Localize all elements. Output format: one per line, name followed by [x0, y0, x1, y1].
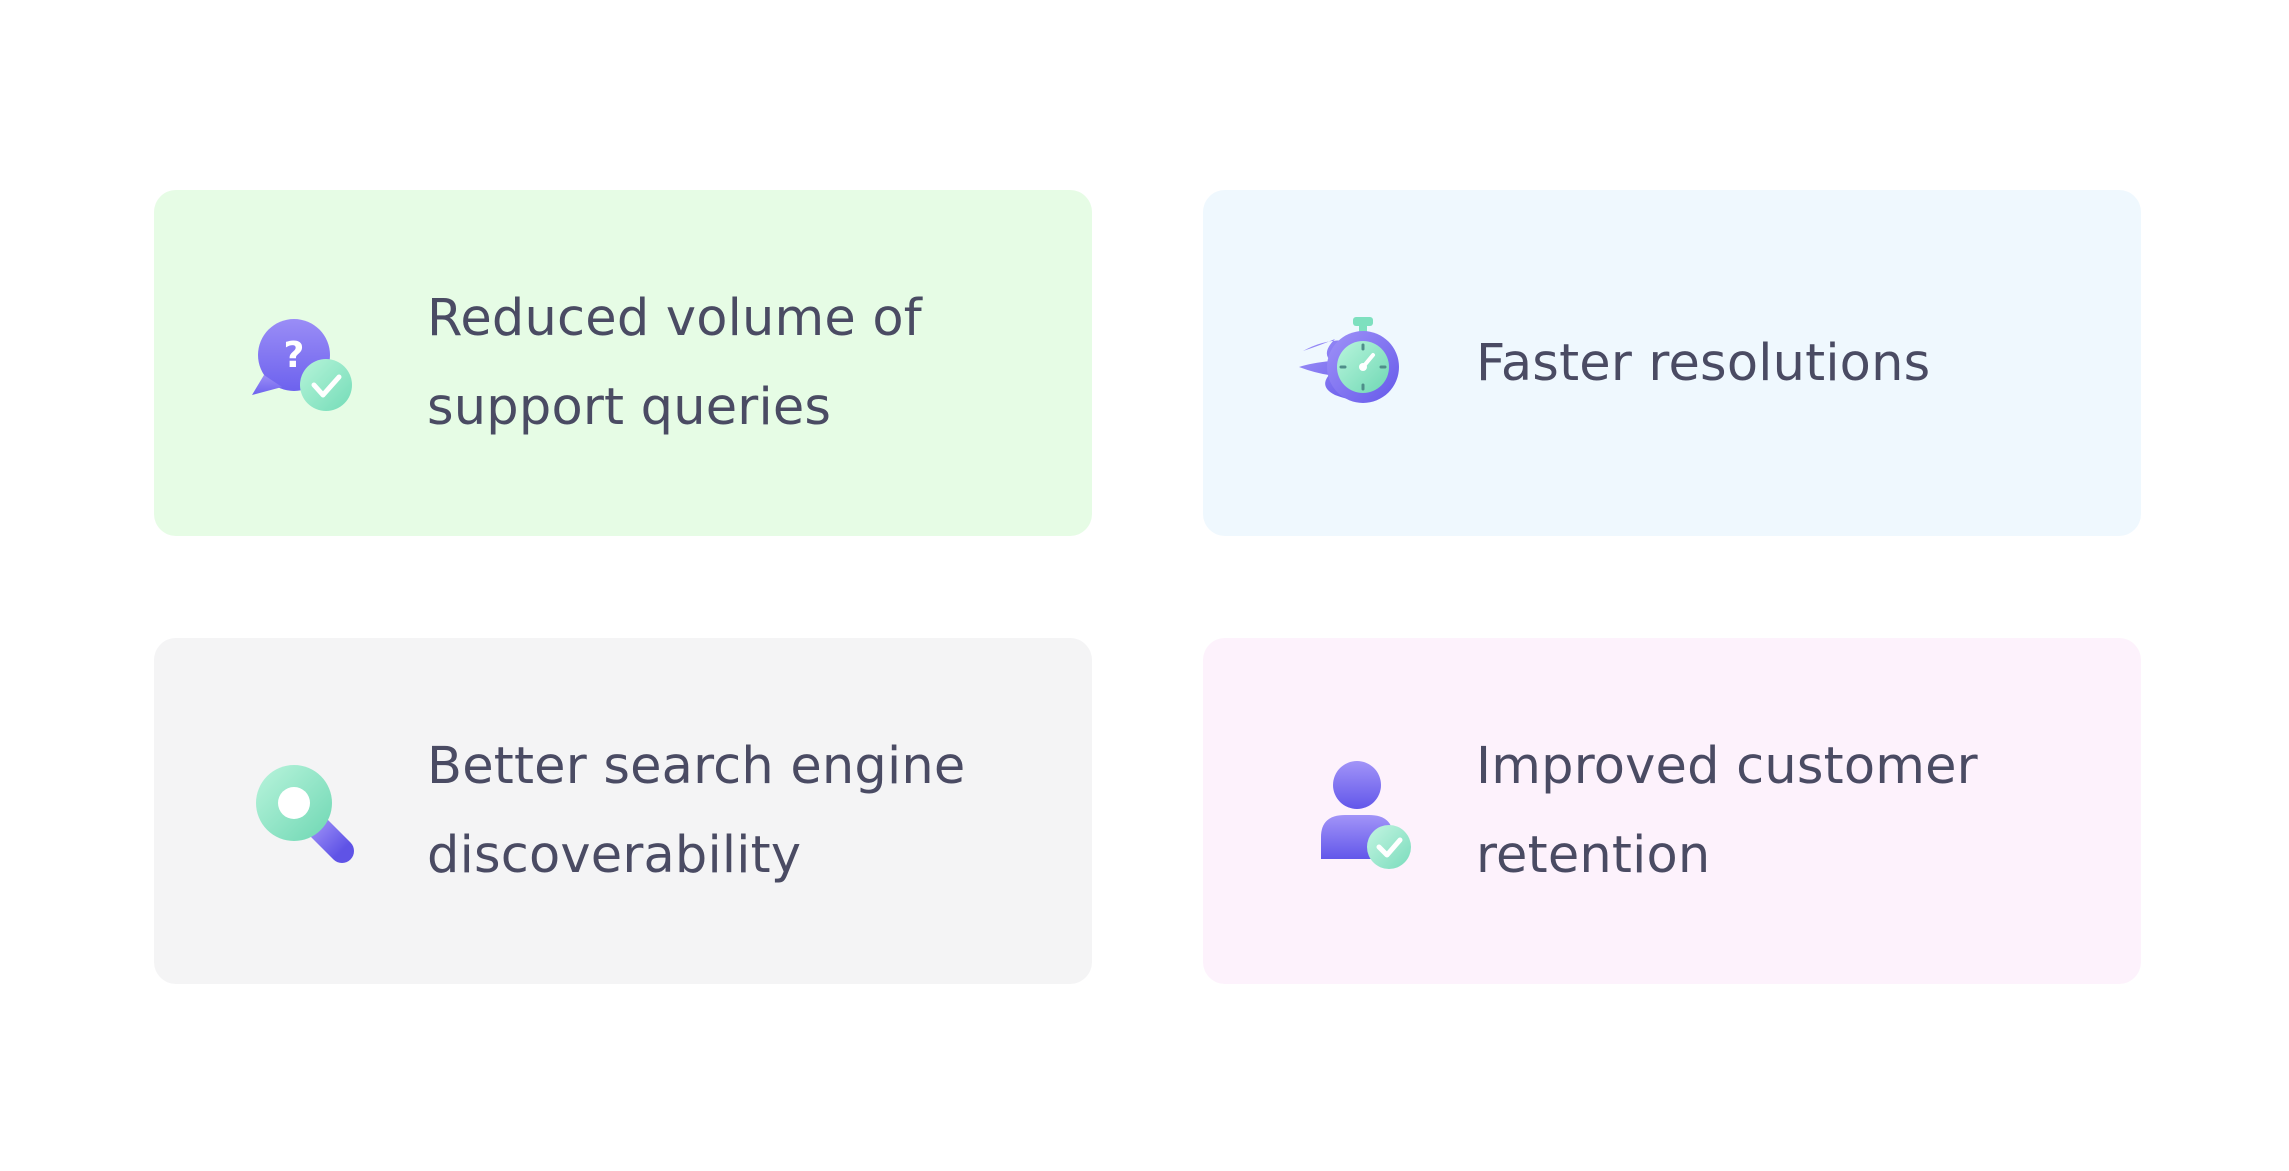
benefit-card-customer-retention: Improved customer retention: [1203, 638, 2141, 984]
benefit-card-search-discoverability: Better search engine discoverability: [154, 638, 1092, 984]
benefit-text: Better search engine discoverability: [427, 737, 966, 885]
benefit-text: Faster resolutions: [1476, 333, 1931, 393]
benefit-card-faster-resolutions: Faster resolutions: [1203, 190, 2141, 536]
fast-stopwatch-icon: [1291, 303, 1411, 423]
magnifier-icon: [242, 751, 362, 871]
svg-text:?: ?: [284, 335, 305, 376]
question-chat-check-icon: ?: [242, 303, 362, 423]
benefit-text: Reduced volume of support queries: [427, 289, 922, 437]
user-check-icon: [1291, 751, 1411, 871]
benefit-text: Improved customer retention: [1476, 737, 1978, 885]
benefit-card-support-queries: ? Reduced volume of support queries: [154, 190, 1092, 536]
